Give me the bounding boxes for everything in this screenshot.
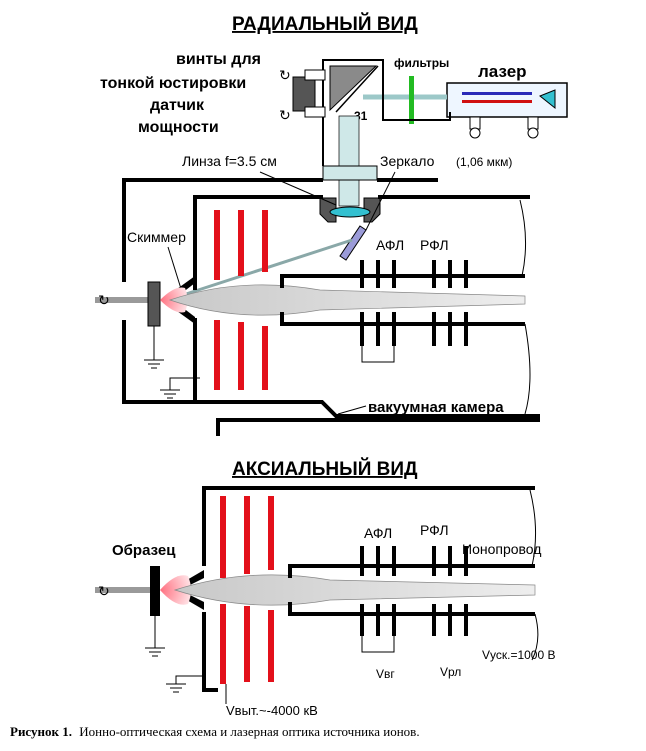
laser-mount-left: [469, 116, 481, 130]
laser-beam-vertical: [338, 115, 360, 207]
splitter-mirror: [335, 65, 379, 113]
axial-housing-upper: [202, 486, 535, 566]
axial-ion-beam: [173, 574, 536, 606]
v-rfl-label: Vрл: [440, 665, 461, 679]
axial-housing-ground-icon: [166, 683, 186, 693]
laser-focus-mirror: [339, 225, 367, 261]
axial-guide-upper: [288, 564, 535, 578]
laser-assembly: фильтры лазер: [363, 56, 568, 139]
sample-label: Образец: [112, 542, 176, 559]
v-accel-label: Vуск.=1000 В: [482, 648, 556, 662]
axial-bus-wire: [361, 636, 395, 653]
axial-electrode-2-lower: [244, 606, 250, 682]
lens-bus-wire: [361, 346, 395, 363]
electrode-3-lower: [262, 326, 268, 390]
electrode-1-lower: [214, 320, 220, 390]
filter: [409, 76, 414, 124]
ground-icon: [144, 359, 164, 369]
screws-label-line2: тонкой юстировки: [100, 75, 246, 92]
sensor-label-line2: мощности: [138, 119, 219, 136]
screws-label-line1: винты для: [176, 51, 261, 68]
laser-rod: [462, 92, 532, 95]
break-line-right: [519, 199, 531, 415]
lens-label: Линза f=3.5 см: [182, 153, 277, 169]
laser-focus-beam: [185, 238, 353, 296]
axial-electrode-3-upper: [268, 496, 274, 570]
laser-screw-left-icon: [469, 127, 481, 139]
v-extract-label: Vвыт.~-4000 кВ: [226, 703, 318, 718]
filters-label: фильтры: [394, 56, 449, 70]
radial-title: РАДИАЛЬНЫЙ ВИД: [232, 13, 418, 35]
window-flange: [322, 165, 378, 181]
lens-holder-right: [363, 197, 381, 223]
electrode-3-upper: [262, 210, 268, 272]
electrode-1-upper: [214, 210, 220, 280]
chamber-leader: [337, 405, 367, 415]
axial-housing-ground-wire: [175, 675, 204, 684]
v-afl-label: Vвг: [376, 667, 395, 681]
axial-title: АКСИАЛЬНЫЙ ВИД: [232, 458, 418, 480]
lens-leader: [259, 171, 337, 206]
electrode-2-upper: [238, 210, 244, 276]
laser-label: лазер: [478, 62, 527, 81]
screw-lower-icon: [304, 106, 326, 118]
caption-label: Рисунок 1.: [10, 724, 72, 739]
axial-sample-holder: [150, 566, 160, 616]
rotate-arrow-lower-icon: ↻: [279, 107, 291, 123]
focusing-lens: [329, 206, 371, 218]
skimmer-leader: [167, 246, 183, 293]
chamber-ground-icon: [160, 389, 180, 399]
rotate-arrow-upper-icon: ↻: [279, 67, 291, 83]
axial-afl-label: АФЛ: [364, 525, 392, 541]
ion-beam: [168, 284, 526, 316]
axial-view: АКСИАЛЬНЫЙ ВИД ↻ Образец: [95, 458, 556, 718]
laser-prism-icon: [539, 89, 556, 110]
axial-lens-electrodes: [360, 546, 468, 636]
mirror-label: Зеркало: [380, 153, 435, 169]
axial-electrode-3-lower: [268, 610, 274, 682]
figure-caption: Рисунок 1. Ионно-оптическая схема и лазе…: [10, 724, 420, 739]
chamber-ground-wire: [169, 377, 200, 390]
chamber-label: вакуумная камера: [368, 399, 504, 416]
skimmer-label: Скиммер: [127, 229, 186, 245]
axial-guide-lower: [288, 602, 535, 616]
electrode-2-lower: [238, 322, 244, 390]
mirror-wavelength-label: (1,06 мкм): [456, 155, 512, 169]
splitter-prism-icon: [329, 65, 378, 112]
axial-electrode-1-upper: [220, 496, 226, 578]
chamber-wall-upper: [122, 178, 323, 282]
radial-rfl-label: РФЛ: [420, 237, 449, 253]
radial-view: РАДИАЛЬНЫЙ ВИД фильтры лазер ↻ ↻: [95, 13, 568, 436]
ion-guide-upper: [280, 274, 525, 288]
axial-rfl-label: РФЛ: [420, 522, 449, 538]
radial-afl-label: АФЛ: [376, 237, 404, 253]
power-sensor-body: [292, 76, 316, 112]
axial-electrode-1-lower: [220, 604, 226, 684]
lens-holder-left: [319, 197, 337, 223]
laser-screw-right-icon: [527, 127, 539, 139]
screw-upper-icon: [304, 69, 326, 81]
rotate-arrow-sample-icon: ↻: [98, 292, 110, 308]
ion-guide-lower: [280, 312, 525, 326]
axial-housing-lower: [202, 612, 218, 692]
axial-break-line: [529, 489, 539, 661]
laser-flash-lamp: [462, 100, 532, 103]
chamber-wall-lower: [122, 320, 540, 418]
axial-ground-icon: [145, 647, 165, 657]
sample-holder: [147, 281, 161, 327]
chamber-wall-lower-right: [216, 418, 540, 436]
beam-splitter-block: ↻ ↻ 31 винты для тонкой юстировки датчик…: [100, 51, 451, 166]
sensor-label-line1: датчик: [150, 97, 205, 114]
axial-electrode-2-upper: [244, 496, 250, 574]
caption-text: Ионно-оптическая схема и лазерная оптика…: [79, 724, 419, 739]
inner-housing-upper: [193, 195, 323, 290]
ion-guide-label: Ионопровод: [462, 541, 541, 557]
laser-mount-right: [527, 116, 539, 130]
lens-electrodes: [360, 260, 468, 346]
axial-rotate-arrow-icon: ↻: [98, 583, 110, 599]
